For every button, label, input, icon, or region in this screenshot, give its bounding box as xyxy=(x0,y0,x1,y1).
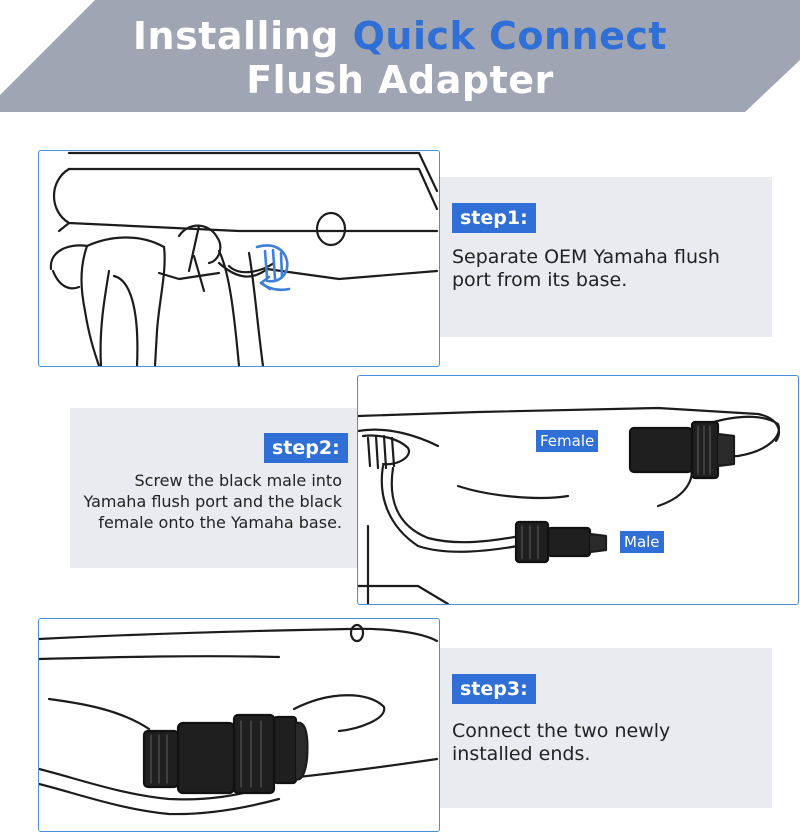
step3-text: Connect the two newly installed ends. xyxy=(452,720,671,765)
page-title: Installing Quick Connect Flush Adapter xyxy=(0,14,800,102)
step2-badge: step2: xyxy=(264,433,348,463)
step1-illustration xyxy=(38,150,440,367)
step1-text: Separate OEM Yamaha flush port from its … xyxy=(452,246,720,291)
banner-shape xyxy=(0,0,800,112)
title-line2: Flush Adapter xyxy=(246,58,554,102)
header-banner: Installing Quick Connect Flush Adapter xyxy=(0,0,800,112)
step2-text: Screw the black male into Yamaha flush p… xyxy=(83,471,342,532)
step2-illustration xyxy=(357,375,799,605)
female-callout: Female xyxy=(536,430,599,452)
title-highlight: Quick Connect xyxy=(352,14,668,58)
male-callout: Male xyxy=(620,531,664,553)
step1-badge: step1: xyxy=(452,203,536,233)
title-prefix: Installing xyxy=(132,14,353,58)
step3-badge: step3: xyxy=(452,674,536,704)
step3-illustration xyxy=(38,618,440,832)
